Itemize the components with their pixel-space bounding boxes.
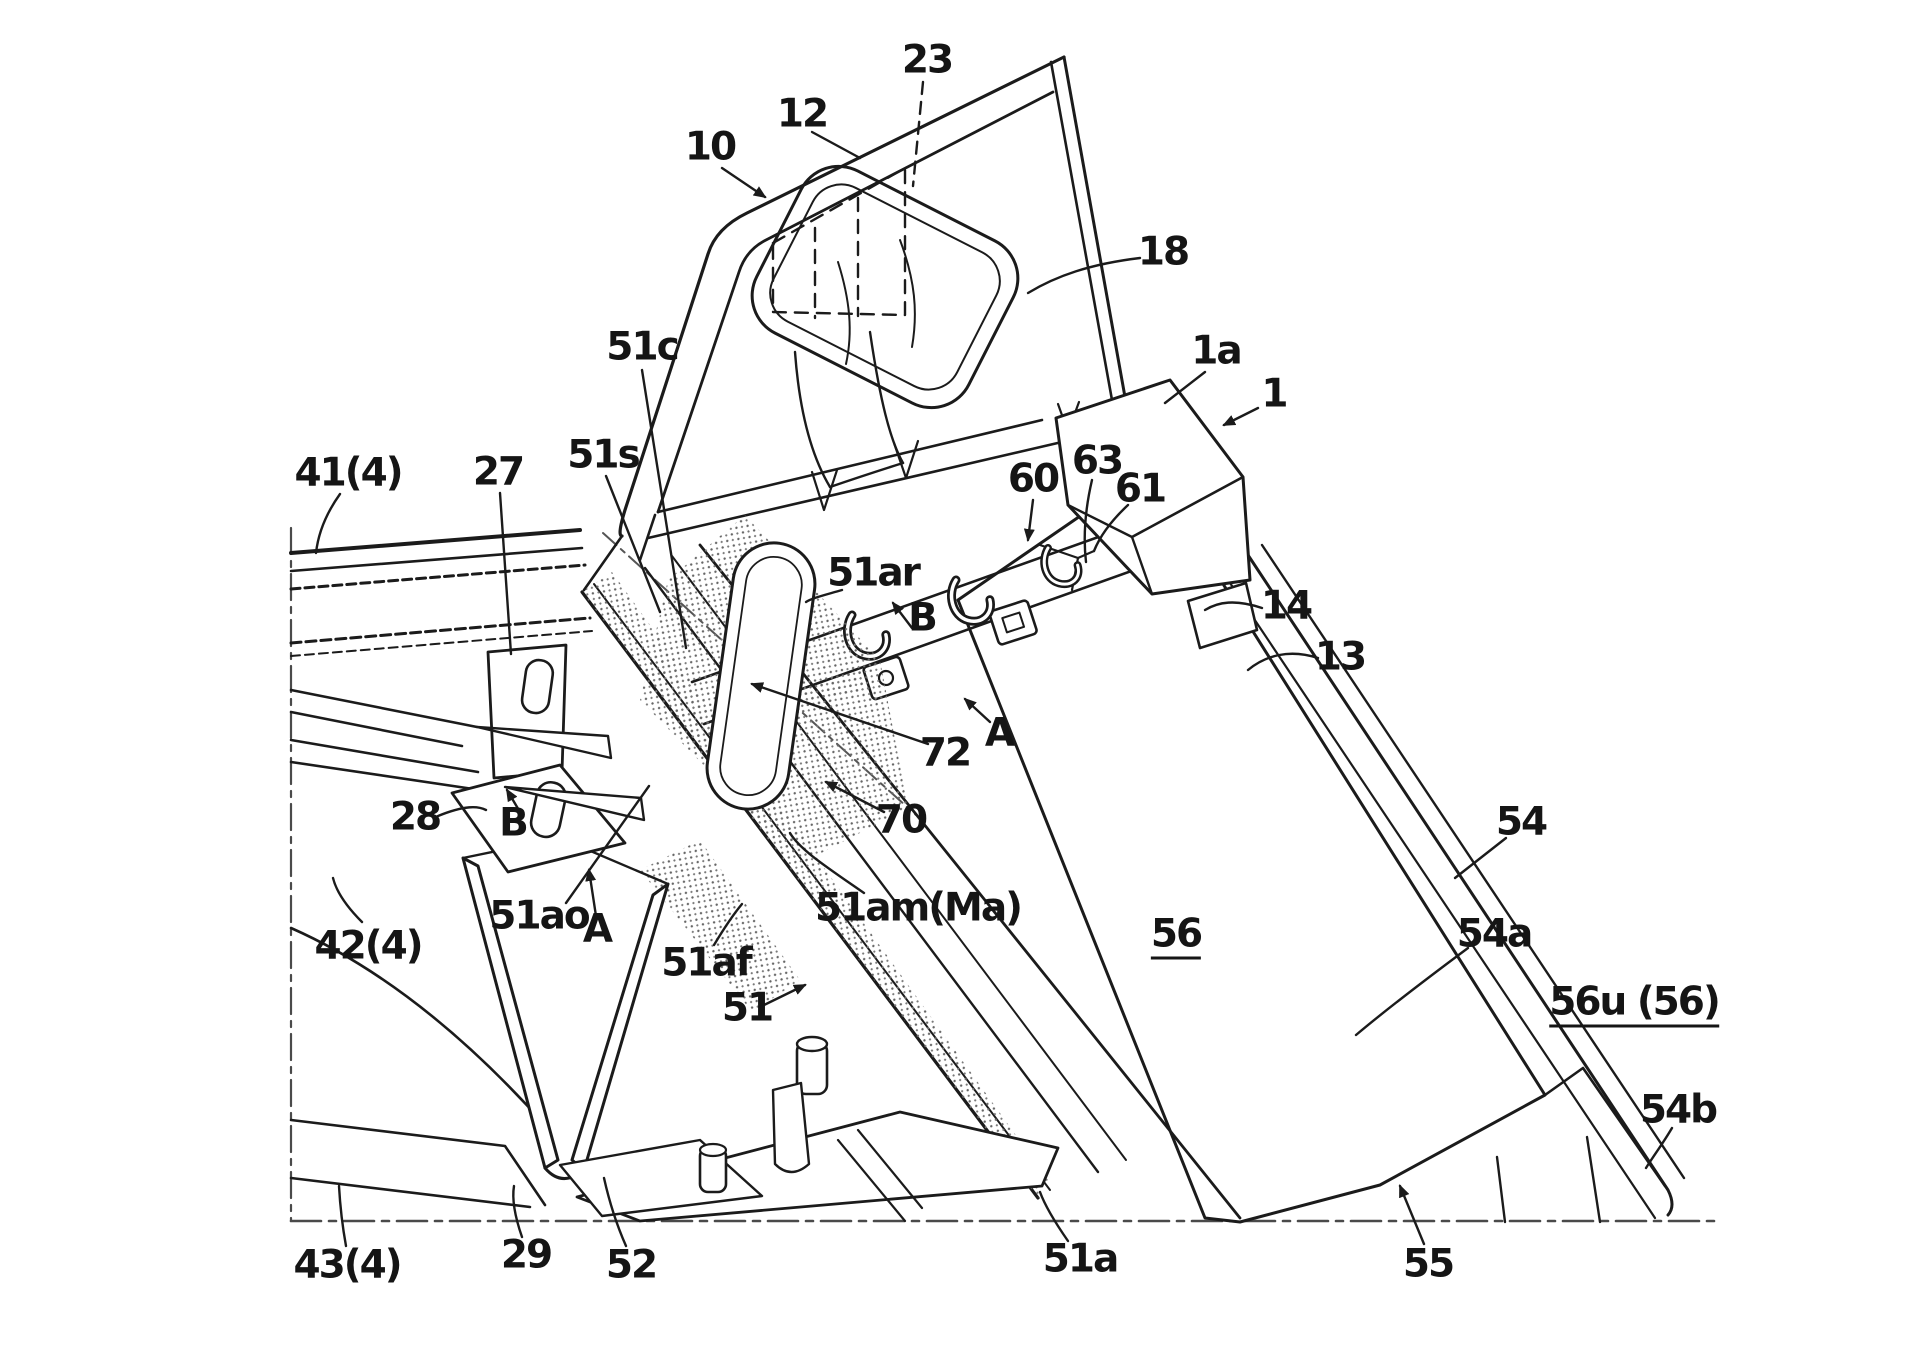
sill-pad-and-hole xyxy=(640,515,908,864)
side-member-strips xyxy=(289,528,593,657)
frame-mount-feet xyxy=(810,400,1081,512)
studs-and-mounts xyxy=(698,1035,924,1223)
rear-box xyxy=(1054,378,1259,650)
clip-14 xyxy=(1186,581,1259,650)
seatback-frame-outline xyxy=(582,55,1127,592)
headrest-pad xyxy=(750,164,1020,489)
leader-lines xyxy=(314,80,1674,1248)
v-bracket xyxy=(461,836,764,1218)
luggage-floor-panel xyxy=(956,466,1686,1224)
hinge-brackets xyxy=(450,643,646,874)
hidden-bracket-dashed xyxy=(771,166,907,320)
seat-side-panel xyxy=(289,688,547,1127)
floor-side-band xyxy=(289,1118,547,1209)
